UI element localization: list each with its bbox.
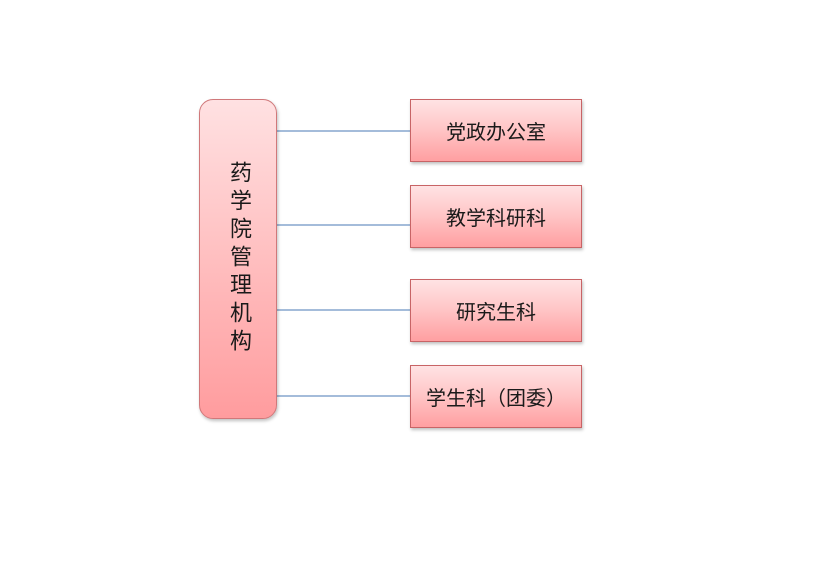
child-node-teaching-research: 教学科研科 <box>410 185 582 248</box>
child-node-student-affairs: 学生科（团委） <box>410 365 582 428</box>
root-node: 药学院管理机构 <box>199 99 277 419</box>
child-node-label: 研究生科 <box>456 300 536 324</box>
root-node-label: 药学院管理机构 <box>226 161 251 357</box>
child-node-graduate: 研究生科 <box>410 279 582 342</box>
child-node-label: 学生科（团委） <box>426 386 566 410</box>
child-node-label: 党政办公室 <box>446 120 546 144</box>
child-node-party-office: 党政办公室 <box>410 99 582 162</box>
child-node-label: 教学科研科 <box>446 206 546 230</box>
